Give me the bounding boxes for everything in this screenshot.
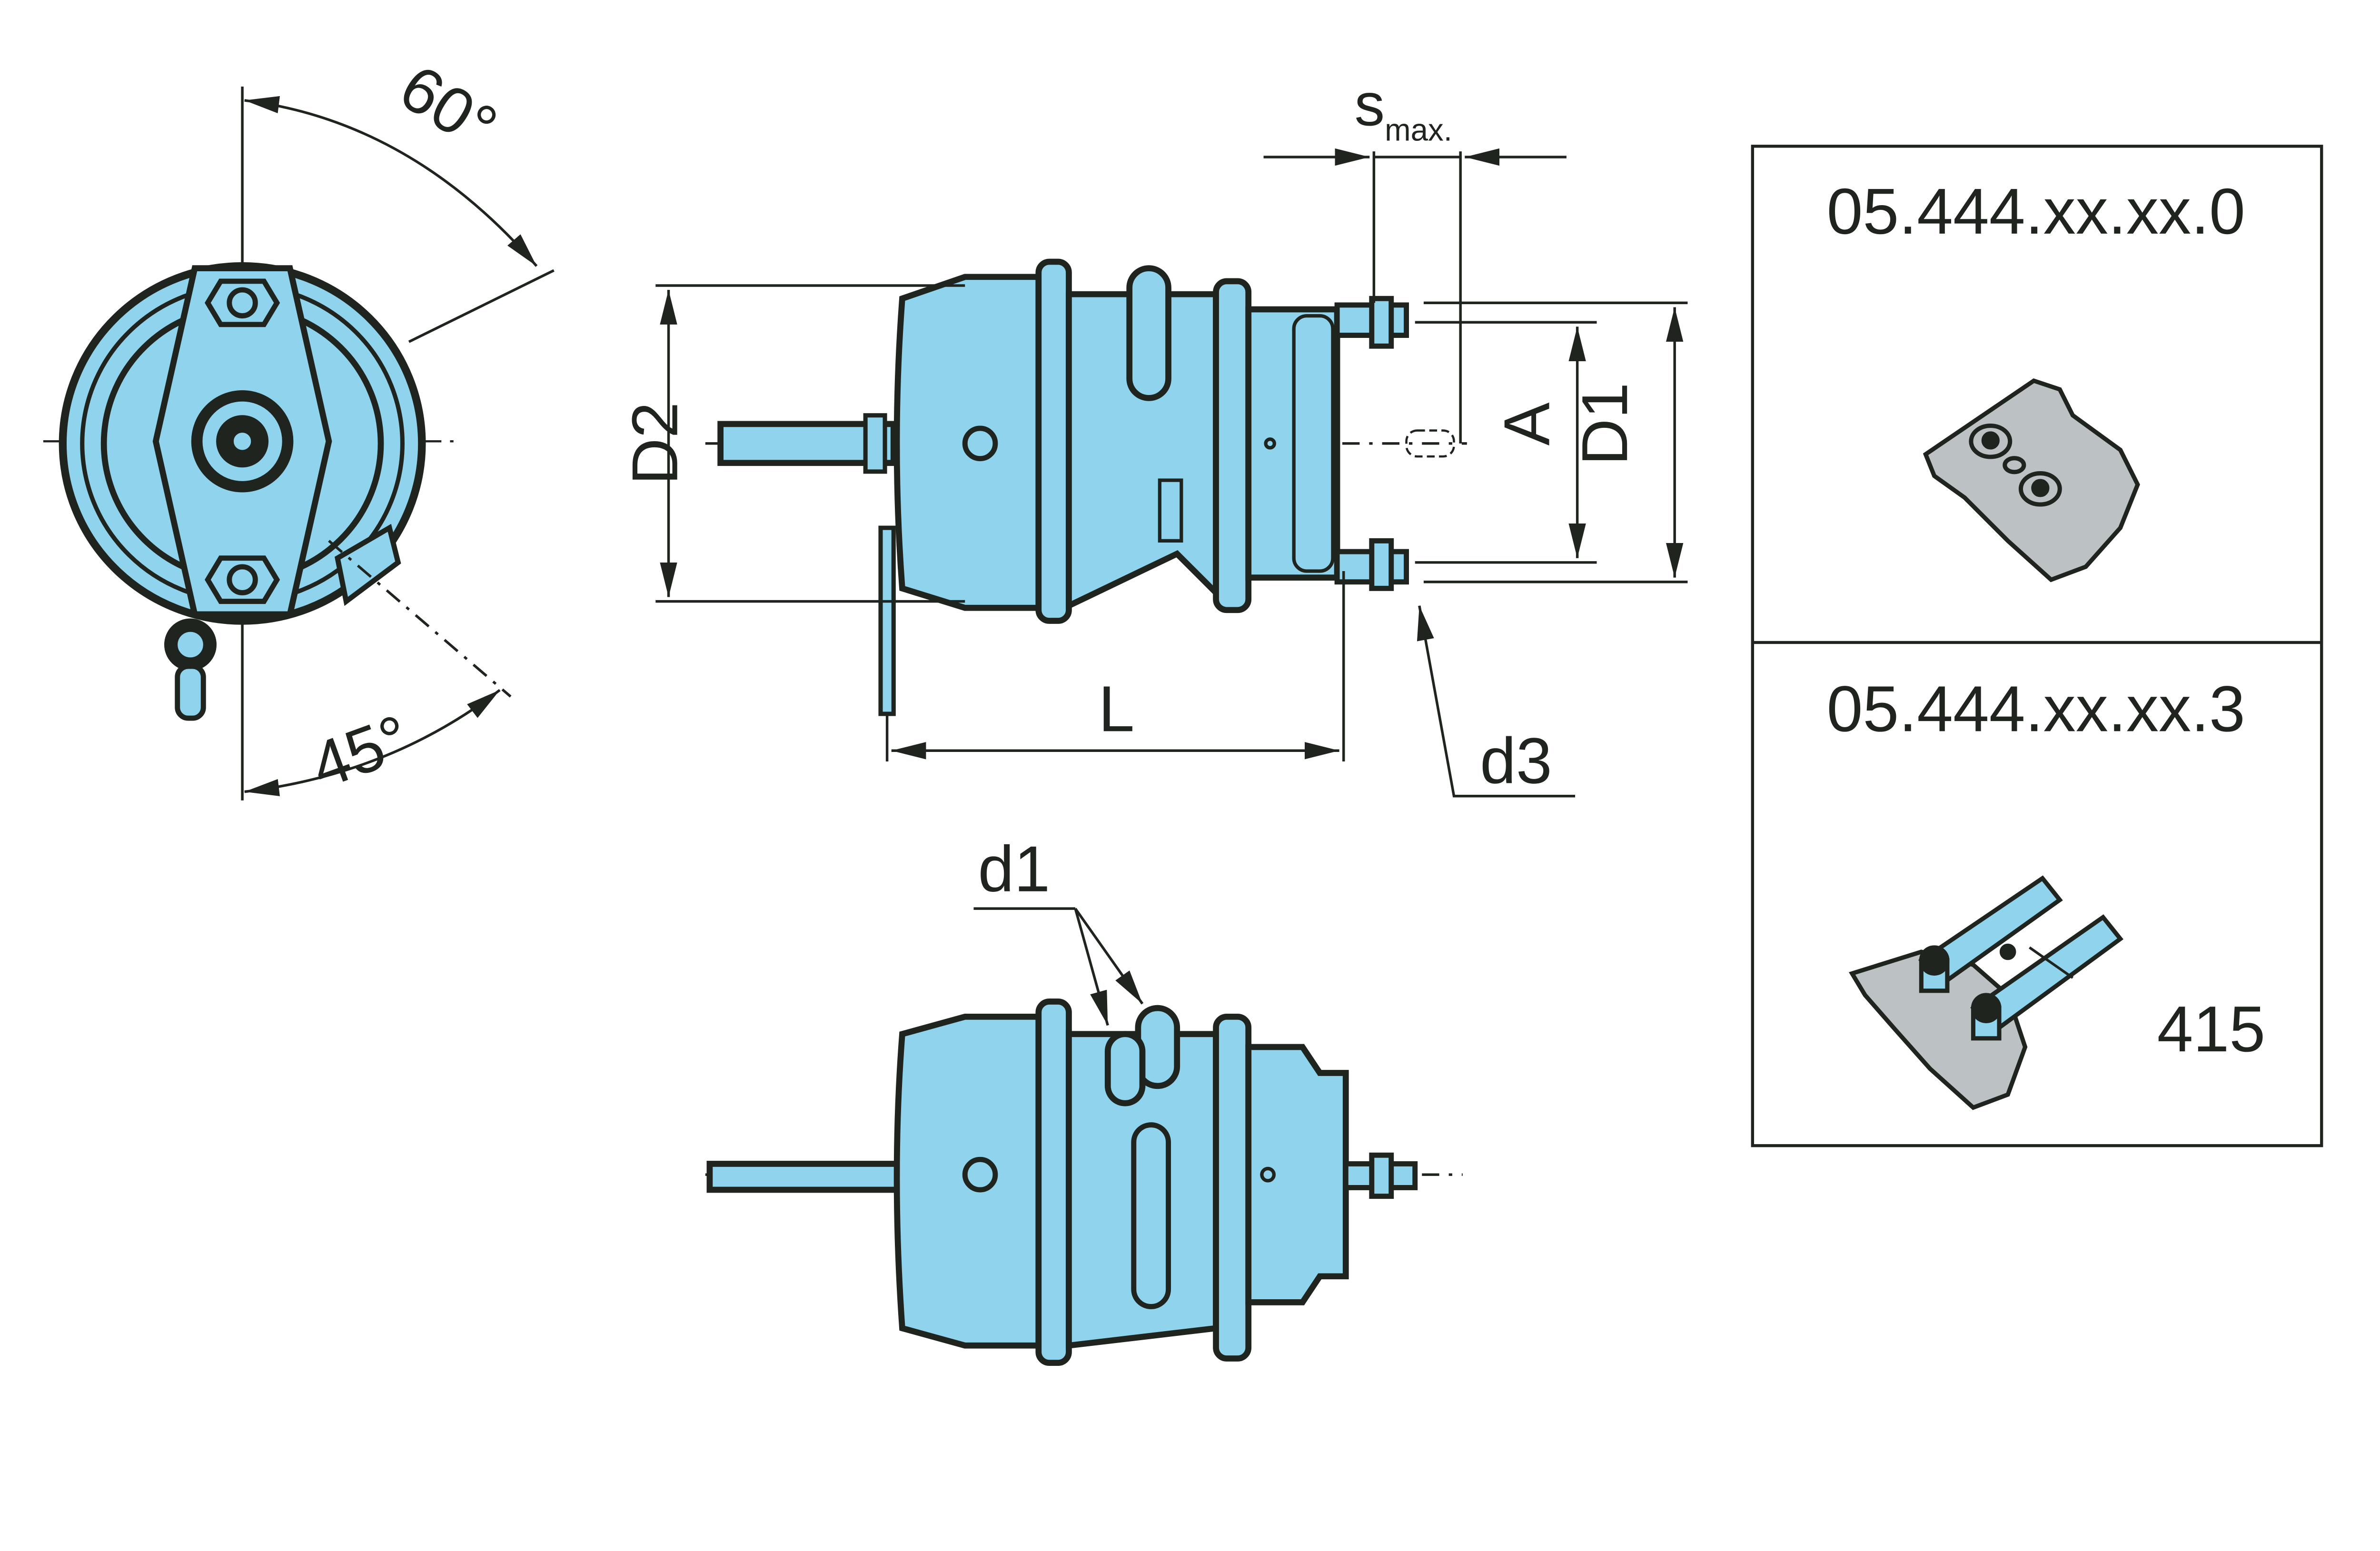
end-view [43, 86, 555, 800]
dim-A-label: A [1491, 402, 1563, 445]
top-clamp-ring-2 [1213, 1013, 1252, 1362]
top-push-rod-nut [1369, 1152, 1394, 1199]
top-view [705, 907, 1463, 1366]
clamp-ring-2 [1213, 278, 1252, 613]
port-fitting [1126, 265, 1171, 401]
clamp-bolt [334, 524, 401, 606]
bottom-stud-nut [205, 555, 280, 604]
dim-smax-subscript: max. [1385, 112, 1452, 147]
drain-bracket [878, 525, 896, 716]
variant-0-illustration [1923, 378, 2140, 583]
variant-3-illustration [1849, 875, 2124, 1110]
dim-L-label: L [1099, 672, 1135, 745]
top-clamp-ring-1 [1035, 998, 1072, 1366]
brake-cylinder-drawing: 60° 45° [43, 51, 2323, 1366]
dim-d3-label: d3 [1480, 724, 1552, 797]
variant-0-code: 05.444.xx.xx.0 [1827, 175, 2245, 247]
variant-frame [1751, 145, 2323, 1147]
side-view [655, 148, 1688, 798]
port-2 [1104, 1031, 1146, 1106]
clamp-ring-1 [1035, 258, 1072, 624]
angle-45-label: 45° [302, 701, 419, 802]
dim-d1-label: d1 [978, 833, 1051, 905]
part-415-callout: 415 [2157, 993, 2266, 1065]
part-415-leader [2029, 946, 2074, 979]
angle-60-leader [408, 269, 555, 343]
dim-d1-leader-1 [1074, 908, 1109, 1026]
angle-45-arc [244, 689, 501, 797]
top-rear-bolt [706, 1161, 903, 1193]
top-service-chamber [1245, 1044, 1349, 1305]
dim-smax-label: smax. [1354, 71, 1452, 148]
dim-smax-symbol: s [1354, 71, 1385, 138]
push-rod-extended [1405, 429, 1455, 458]
dim-d1-leader-2 [1074, 908, 1144, 1005]
dim-D2-label: D2 [619, 402, 691, 485]
variant-panel [1751, 145, 2323, 1147]
top-vent-tube [1131, 1122, 1171, 1309]
top-stud-nut [205, 278, 280, 327]
angle-60-arc [244, 96, 538, 267]
mounting-stud-bottom [1334, 538, 1409, 591]
mounting-stud-top [1334, 296, 1409, 349]
dim-d3-leader [1417, 605, 1576, 798]
dim-D1-label: D1 [1568, 383, 1641, 465]
angle-60-label: 60° [388, 51, 509, 164]
angle-45-leader [328, 540, 512, 698]
variant-3-code: 05.444.xx.xx.3 [1827, 672, 2245, 745]
